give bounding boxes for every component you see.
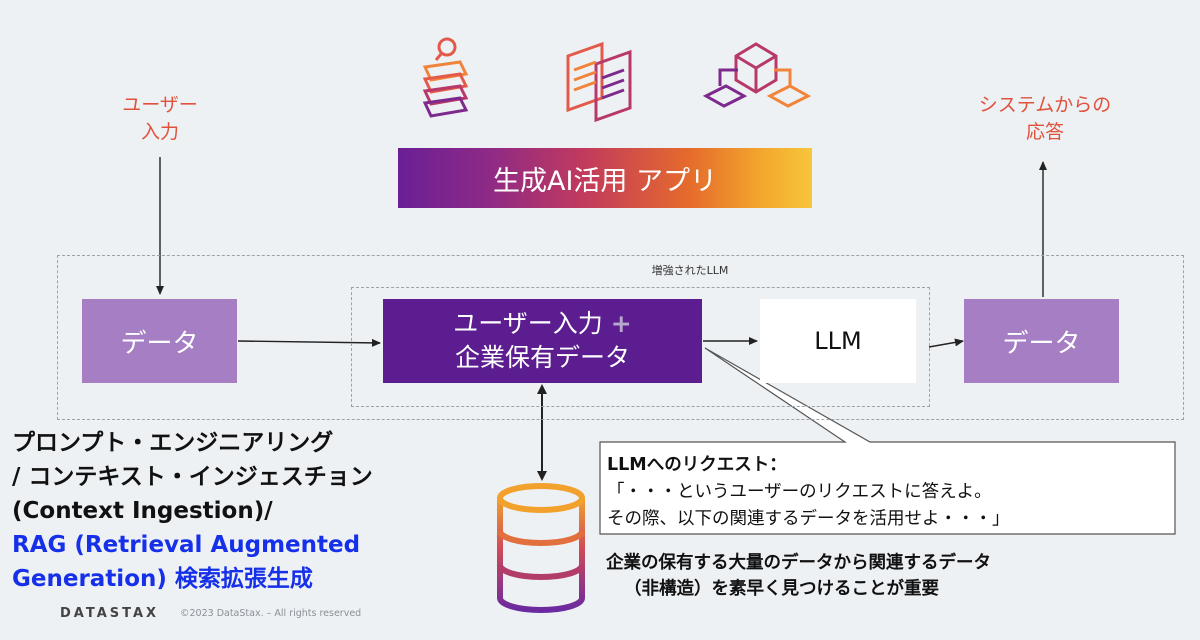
combined-line1: ユーザー入力 + [453,307,631,341]
genai-app-label: 生成AI活用 アプリ [492,165,717,197]
system-response-label-line2: 応答 [1025,121,1064,143]
data-to-combined-arrow [237,338,381,347]
data-output-box: データ [964,299,1119,383]
user-input-label: ユーザー 入力 [110,92,210,146]
callout-bubble [599,347,1176,535]
plus-icon: + [610,309,632,338]
callout-title: LLMへのリクエスト： [607,455,787,475]
documents-icon [566,41,632,123]
copyright-text: ©2023 DataStax. – All rights reserved [180,608,362,619]
technique-line1: プロンプト・エンジニアリング [12,430,334,456]
llm-request-callout: LLMへのリクエスト： 「・・・というユーザーのリクエストに答えよ。 その際、以… [607,452,1187,533]
combined-line1-text: ユーザー入力 [453,309,603,338]
datastax-logo: DATASTAX [60,606,160,621]
llm-box: LLM [760,299,916,383]
data-output-label: データ [1002,328,1081,359]
genai-app-bar: 生成AI活用 アプリ [398,148,812,208]
bottom-note-line1: 企業の保有する大量のデータから関連するデータ [606,553,991,573]
enhanced-llm-box [351,287,930,407]
user-input-enterprise-data-box: ユーザー入力 + 企業保有データ [383,299,702,383]
system-response-label: システムからの 応答 [950,92,1140,146]
combined-line2: 企業保有データ [454,343,630,372]
documents-search-icon [422,37,469,118]
technique-line4: RAG (Retrieval Augmented [12,532,361,558]
data-processing-icon [702,42,812,108]
llm-to-data-arrow [928,338,964,348]
callout-line1: 「・・・というユーザーのリクエストに答えよ。 [607,482,992,502]
user-input-label-line1: ユーザー [122,94,198,116]
technique-line3: (Context Ingestion)/ [12,498,273,524]
enhanced-llm-label: 増強されたLLM [651,264,729,277]
technique-line5: Generation) 検索拡張生成 [12,566,313,592]
data-input-box: データ [82,299,237,383]
callout-line2: その際、以下の関連するデータを活用せよ・・・」 [607,509,1010,529]
technique-line2: / コンテキスト・インジェスチョン [12,464,373,490]
bottom-note-line2: （非構造）を素早く見つけることが重要 [624,579,939,599]
bottom-note: 企業の保有する大量のデータから関連するデータ （非構造）を素早く見つけることが重… [606,550,1166,602]
database-icon [497,483,585,613]
outer-pipeline-box [57,255,1184,420]
technique-description: プロンプト・エンジニアリング / コンテキスト・インジェスチョン (Contex… [12,426,482,596]
data-input-label: データ [120,328,199,359]
llm-label: LLM [814,327,862,355]
user-input-label-line2: 入力 [140,121,179,143]
system-response-label-line1: システムからの [978,94,1112,116]
